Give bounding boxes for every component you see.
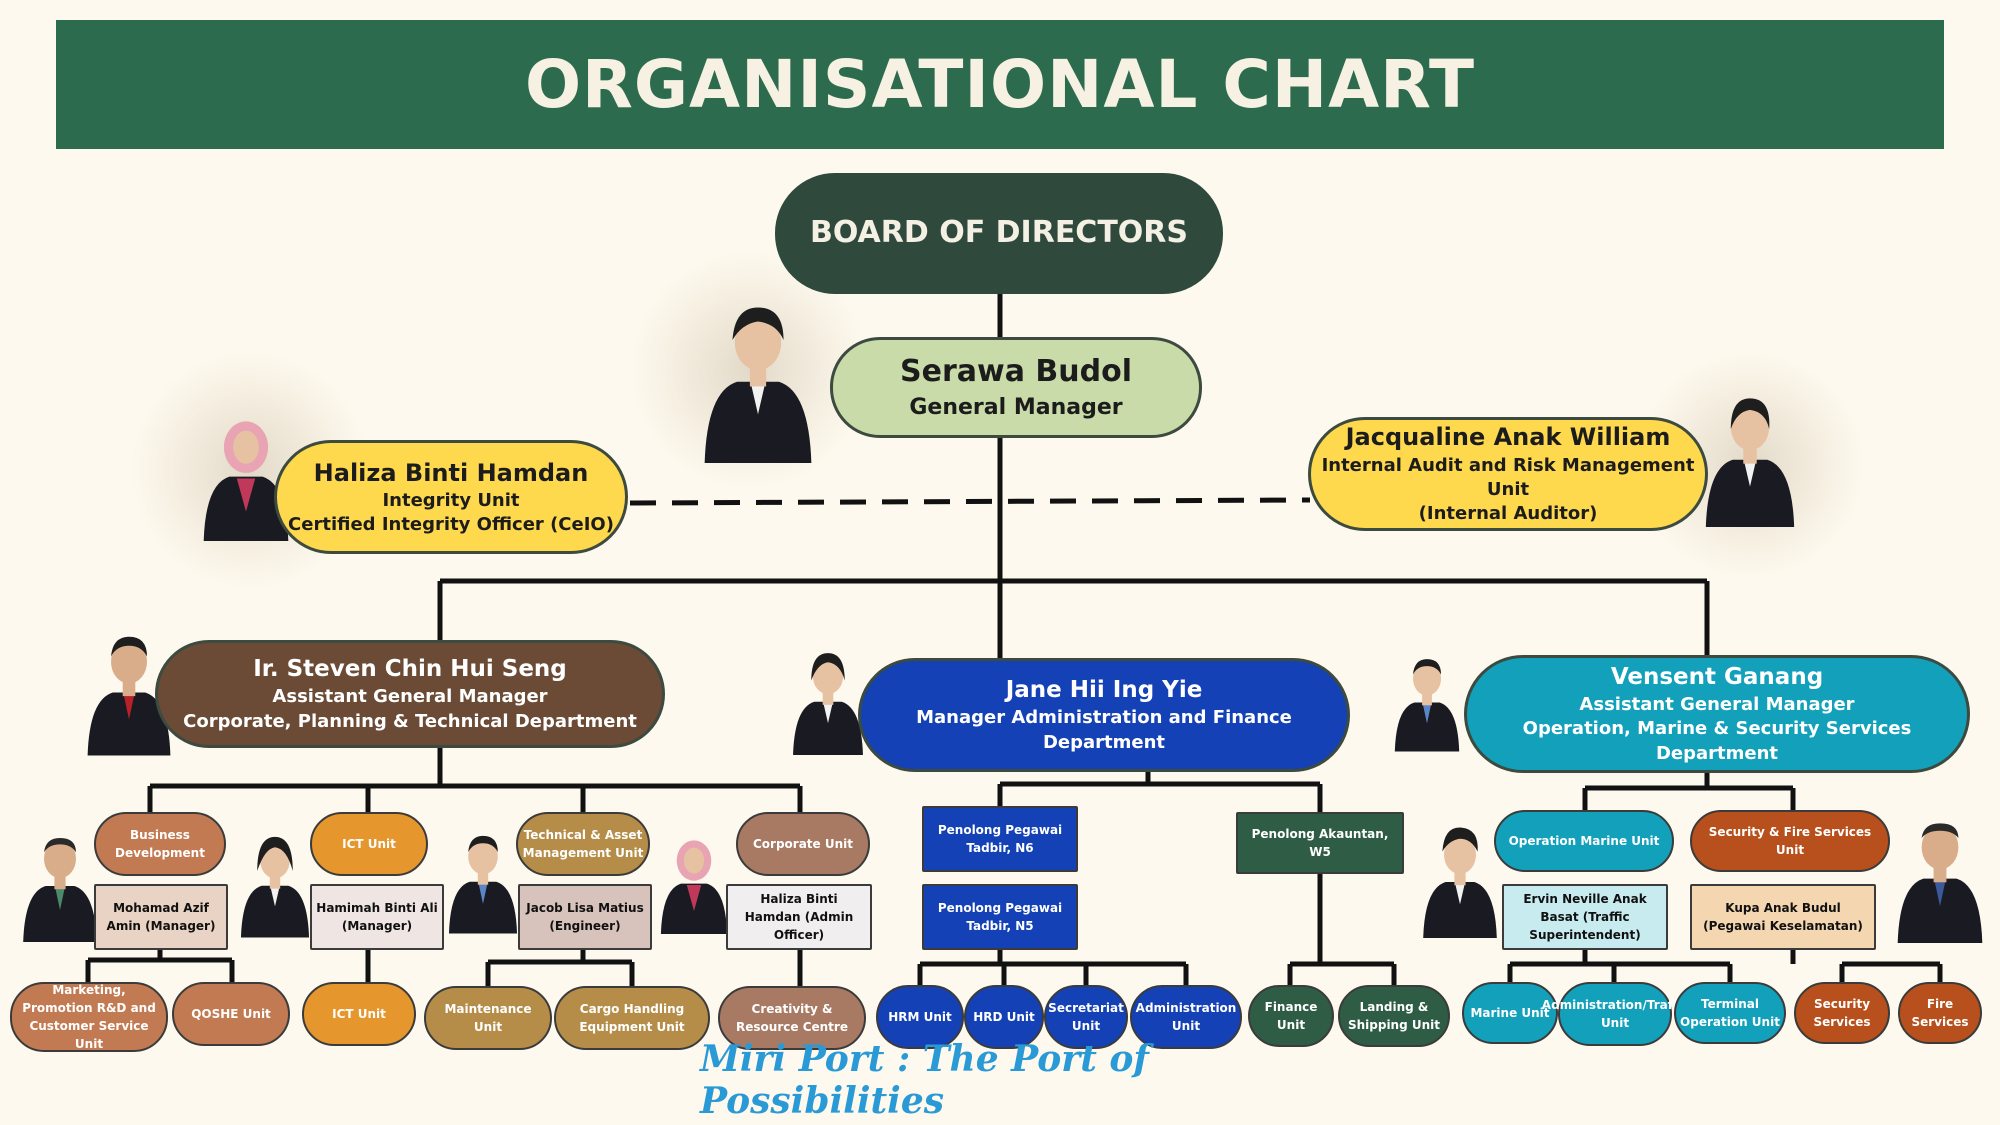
footer-tagline: Miri Port : The Port of Possibilities bbox=[700, 1038, 1149, 1122]
auditor-name: Jacqualine Anak William bbox=[1345, 423, 1671, 452]
person-photo-icon bbox=[87, 636, 171, 756]
person-photo-icon bbox=[1897, 823, 1983, 943]
secretariat-unit: Secretariat Unit bbox=[1044, 985, 1128, 1049]
corporate-department-label: Corporate, Planning & Technical Departme… bbox=[183, 710, 637, 732]
penolong-pegawai-n5: Penolong Pegawai Tadbir, N5 bbox=[922, 884, 1078, 950]
finance-unit: Finance Unit bbox=[1248, 985, 1334, 1047]
corporate-unit: Corporate Unit bbox=[736, 812, 870, 876]
board-of-directors-node: BOARD OF DIRECTORS bbox=[775, 173, 1223, 294]
marketing-unit: Marketing, Promotion R&D and Customer Se… bbox=[10, 982, 168, 1052]
qoshe-unit: QOSHE Unit bbox=[172, 982, 290, 1046]
business-development-head: Mohamad Azif Amin (Manager) bbox=[94, 884, 228, 950]
landing-shipping-unit: Landing & Shipping Unit bbox=[1338, 985, 1450, 1047]
admin-head-name: Jane Hii Ing Yie bbox=[1005, 677, 1203, 704]
person-photo-icon bbox=[793, 653, 863, 755]
integrity-unit-label: Integrity Unit bbox=[382, 489, 520, 511]
creativity-resource-centre: Creativity & Resource Centre bbox=[718, 986, 866, 1050]
maintenance-unit: Maintenance Unit bbox=[424, 986, 552, 1050]
person-photo-icon bbox=[448, 835, 518, 934]
corporate-unit-head: Haliza Binti Hamdan (Admin Officer) bbox=[726, 884, 872, 950]
hrd-unit: HRD Unit bbox=[964, 985, 1044, 1049]
operation-marine-unit: Operation Marine Unit bbox=[1494, 810, 1674, 872]
person-photo-icon bbox=[240, 836, 310, 938]
ict-sub-unit: ICT Unit bbox=[302, 982, 416, 1046]
cargo-handling-unit: Cargo Handling Equipment Unit bbox=[554, 986, 710, 1050]
general-manager-name: Serawa Budol bbox=[900, 354, 1132, 390]
security-fire-head: Kupa Anak Budul (Pegawai Keselamatan) bbox=[1690, 884, 1876, 950]
business-development-unit: Business Development bbox=[94, 812, 226, 876]
auditor-role: (Internal Auditor) bbox=[1418, 503, 1598, 525]
hrm-unit: HRM Unit bbox=[876, 985, 964, 1049]
terminal-operation-unit: Terminal Operation Unit bbox=[1674, 982, 1786, 1044]
marine-unit: Marine Unit bbox=[1462, 982, 1558, 1044]
administration-traffic-unit: Administration/Traffic Unit bbox=[1542, 982, 1688, 1046]
person-photo-icon bbox=[1423, 827, 1497, 938]
corporate-head-role: Assistant General Manager bbox=[272, 686, 548, 708]
penolong-pegawai-n6: Penolong Pegawai Tadbir, N6 bbox=[922, 806, 1078, 872]
admin-department-label: Manager Administration and Finance Depar… bbox=[916, 707, 1292, 753]
operation-head-name: Vensent Ganang bbox=[1610, 664, 1824, 691]
person-photo-icon bbox=[203, 421, 289, 541]
operation-marine-head: Ervin Neville Anak Basat (Traffic Superi… bbox=[1502, 884, 1668, 950]
ict-unit-head: Hamimah Binti Ali (Manager) bbox=[310, 884, 444, 950]
person-photo-icon bbox=[23, 838, 97, 942]
technical-unit-head: Jacob Lisa Matius (Engineer) bbox=[518, 884, 652, 950]
administration-unit: Administration Unit bbox=[1130, 985, 1242, 1049]
general-manager-role: General Manager bbox=[909, 394, 1123, 420]
corporate-department-node: Ir. Steven Chin Hui Seng Assistant Gener… bbox=[155, 640, 665, 748]
person-photo-icon bbox=[704, 307, 812, 463]
operation-head-role: Assistant General Manager bbox=[1579, 694, 1855, 716]
person-photo-icon bbox=[1394, 659, 1460, 752]
penolong-akauntan-w5: Penolong Akauntan, W5 bbox=[1236, 812, 1404, 874]
audit-unit-label: Internal Audit and Risk Management Unit bbox=[1321, 454, 1695, 501]
ict-unit: ICT Unit bbox=[310, 812, 428, 876]
general-manager-node: Serawa Budol General Manager bbox=[830, 337, 1202, 438]
security-fire-services-unit: Security & Fire Services Unit bbox=[1690, 810, 1890, 872]
integrity-officer-name: Haliza Binti Hamdan bbox=[313, 458, 589, 487]
integrity-unit-node: Haliza Binti Hamdan Integrity Unit Certi… bbox=[274, 440, 628, 554]
operation-department-label: Operation, Marine & Security Services De… bbox=[1522, 718, 1912, 764]
security-services-unit: Security Services bbox=[1794, 982, 1890, 1044]
person-photo-icon bbox=[1705, 398, 1795, 527]
operation-department-node: Vensent Ganang Assistant General Manager… bbox=[1464, 655, 1970, 773]
integrity-officer-role: Certified Integrity Officer (CeIO) bbox=[288, 514, 614, 536]
admin-finance-department-node: Jane Hii Ing Yie Manager Administration … bbox=[858, 658, 1350, 772]
technical-asset-unit: Technical & Asset Management Unit bbox=[516, 812, 650, 876]
fire-services-unit: Fire Services bbox=[1898, 982, 1982, 1044]
corporate-head-name: Ir. Steven Chin Hui Seng bbox=[253, 656, 567, 683]
page-title: ORGANISATIONAL CHART bbox=[56, 20, 1944, 149]
person-photo-icon bbox=[660, 840, 728, 934]
internal-audit-node: Jacqualine Anak William Internal Audit a… bbox=[1308, 417, 1708, 531]
